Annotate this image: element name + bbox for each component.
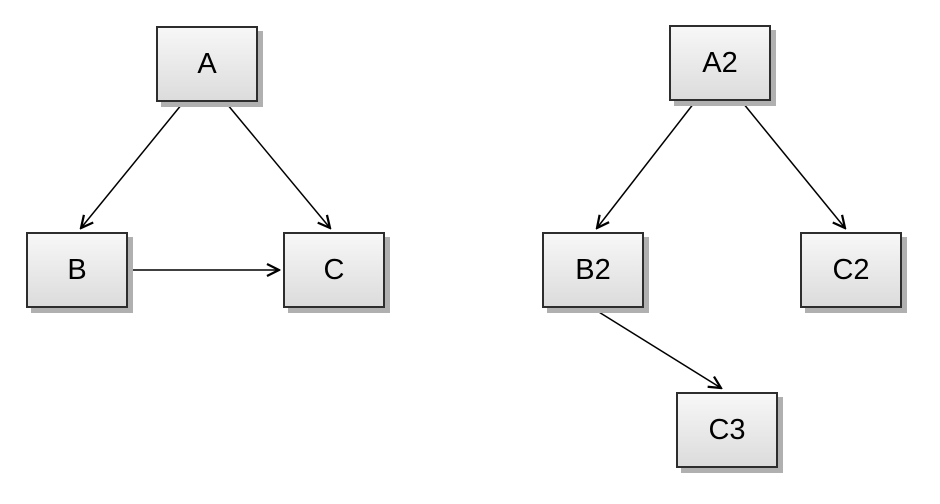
node-C3[interactable]: C3 [676, 392, 778, 468]
edge-A-B[interactable] [81, 103, 183, 228]
node-C2-label: C2 [832, 253, 870, 286]
node-A[interactable]: A [156, 26, 258, 102]
node-B2-label: B2 [575, 253, 611, 286]
node-C3-label: C3 [708, 413, 746, 446]
edge-B2-C3[interactable] [593, 308, 721, 388]
edge-A-C[interactable] [226, 103, 330, 228]
node-A-label: A [197, 47, 217, 80]
node-B2[interactable]: B2 [542, 232, 644, 308]
node-C-label: C [323, 253, 345, 286]
node-C2[interactable]: C2 [800, 232, 902, 308]
node-B-label: B [67, 253, 87, 286]
edge-A2-C2[interactable] [742, 102, 845, 228]
node-A2-label: A2 [702, 46, 738, 79]
node-A2[interactable]: A2 [669, 25, 771, 101]
node-B[interactable]: B [26, 232, 128, 308]
edge-A2-B2[interactable] [597, 102, 695, 228]
node-C[interactable]: C [283, 232, 385, 308]
